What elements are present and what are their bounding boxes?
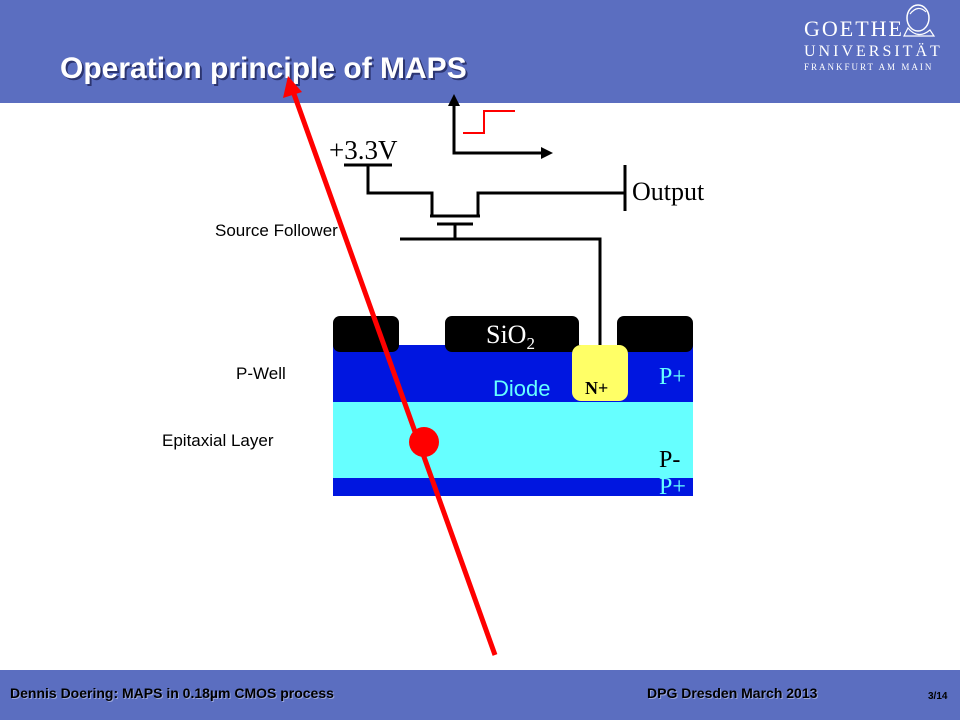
oxide-block-center [445, 316, 579, 352]
p-plus-top-label: P+ [659, 364, 686, 390]
logo-line-1: GOETHE [804, 16, 904, 41]
n-plus-label: N+ [585, 378, 608, 398]
supply-voltage-label: +3.3V [329, 135, 398, 165]
n-plus-diode [572, 345, 628, 401]
output-step-signal [463, 110, 515, 134]
logo-line-3: FRANKFURT AM MAIN [804, 62, 933, 72]
sio2-label-text: SiO [486, 320, 526, 349]
p-minus-label: P- [659, 447, 680, 473]
sio2-label-subscript: 2 [526, 334, 535, 353]
footer-event: DPG Dresden March 2013 [647, 685, 818, 701]
page-number: 3/14 [928, 691, 948, 702]
logo-line-2: UNIVERSITÄT [804, 42, 943, 60]
goethe-portrait-icon [903, 4, 936, 37]
axis-arrow-right-icon [541, 147, 553, 159]
axis-arrow-up-icon [448, 94, 460, 106]
diode-label: Diode [493, 376, 550, 401]
p-plus-bottom-label: P+ [659, 474, 686, 500]
particle-track [291, 93, 498, 656]
sio2-label: SiO2 [486, 320, 535, 353]
substrate-layer [333, 478, 693, 496]
particle-track-arrow-icon [283, 76, 302, 98]
university-logo: GOETHE UNIVERSITÄT FRANKFURT AM MAIN [804, 4, 943, 72]
p-well-label: P-Well [236, 364, 286, 383]
source-follower-label: Source Follower [215, 221, 338, 240]
circuit-wiring [344, 104, 627, 345]
oxide-block-right [617, 316, 693, 352]
charge-generation-point [409, 427, 439, 457]
output-label: Output [632, 177, 705, 206]
header-bar [0, 0, 960, 103]
footer-bar: Dennis Doering: MAPS in 0.18µm CMOS proc… [0, 670, 960, 720]
slide-title: Operation principle of MAPS [60, 52, 467, 85]
epitaxial-layer-label: Epitaxial Layer [162, 431, 274, 450]
oxide-block-left [333, 316, 399, 352]
epitaxial-layer [333, 402, 693, 478]
footer-author: Dennis Doering: MAPS in 0.18µm CMOS proc… [10, 685, 334, 701]
